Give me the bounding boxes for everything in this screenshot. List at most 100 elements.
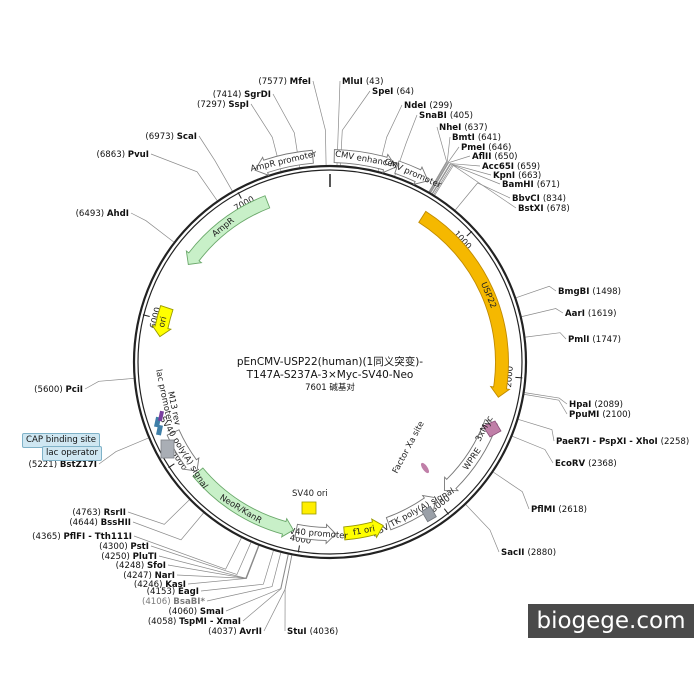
site-label-33: (4365) PflFI - Tth111I [32,532,132,542]
site-label-29: (4247) NarI [123,571,175,581]
site-label-9: KpnI (663) [493,171,541,181]
feature-label-hsv-tk: HSV TK poly(A) signal [371,486,456,539]
leader-4 [428,126,447,192]
tick-1000 [466,230,473,237]
feature-f1-ori [343,518,384,541]
leader-38 [130,212,174,243]
site-label-1: SpeI (64) [372,87,414,97]
plasmid-name-line1: pEnCMV-USP22(human)(1同义突变)- [237,355,423,368]
site-label-39: (6863) PvuI [96,150,149,160]
site-label-12: BstXI (678) [518,204,570,214]
leader-19 [512,435,554,464]
leader-35 [127,499,190,525]
leader-18 [518,419,555,442]
lac-operator-callout: lac operator [42,446,103,461]
site-labels: MluI (43)SpeI (64)NdeI (299)SnaBI (405)N… [29,77,690,637]
plasmid-name-line2: T147A-S237A-3×Myc-SV40-Neo [246,369,414,381]
feature-cmv-enh [333,149,397,174]
backbone-inner [137,169,523,555]
site-label-20: PflMI (2618) [531,505,587,515]
site-label-37: (5600) PciI [34,385,83,395]
site-label-19: EcoRV (2368) [555,459,617,469]
site-label-11: BbvCI (834) [512,194,566,204]
site-label-17: PpuMI (2100) [569,410,631,420]
site-label-18: PaeR7I - PspXI - XhoI (2258) [556,437,689,447]
tick-3000 [443,508,449,515]
leader-15 [525,332,567,340]
feature-label-f1-ori: f1 ori [352,524,376,538]
leader-17 [524,394,568,415]
site-label-42: (7414) SgrDI [213,90,271,100]
site-label-7: AflII (650) [472,152,518,162]
site-label-40: (6973) ScaI [145,132,197,142]
tick-4000 [297,545,300,553]
label-sv40-ori: SV40 ori [292,489,328,499]
feature-sv40-pa [166,429,200,472]
site-label-22: StuI (4036) [287,627,338,637]
feature-ampr [185,195,271,265]
site-label-4: NheI (637) [439,123,487,133]
feature-wpre [443,418,498,492]
leader-9 [432,163,492,195]
feature-label-neor: NeoR/KanR [218,493,264,526]
leader-36 [98,437,149,465]
leader-14 [521,308,564,317]
tick-6000 [142,314,150,317]
site-label-24: (4058) TspMI - XmaI [148,617,241,627]
m13-rev-block [158,410,164,422]
leader-21 [465,504,500,553]
site-label-0: MluI (43) [342,77,383,87]
leader-20 [493,471,530,510]
leader-32 [150,542,252,575]
three-myc-block [482,420,502,438]
feature-cmv-prom [394,160,429,185]
leader-13 [516,285,557,299]
leader-16 [524,392,568,405]
feature-hsv-tk [385,494,437,531]
site-label-10: BamHI (671) [502,180,560,190]
leader-31 [158,545,259,579]
tick-label-2000: 2000 [504,366,516,388]
site-leader-lines [84,80,568,632]
site-label-21: SacII (2880) [501,548,556,558]
site-label-6: PmeI (646) [461,143,511,153]
site-label-25: (4060) SmaI [169,607,224,617]
leader-11 [455,182,511,211]
backbone-outer [132,164,528,560]
leader-39 [150,153,218,201]
lac-operator-block [156,424,163,436]
feature-usp22 [418,210,511,398]
leader-37 [84,378,134,390]
site-label-13: BmgBI (1498) [558,287,621,297]
tick-2000 [515,376,523,379]
leader-5 [429,136,451,193]
leader-7 [430,155,471,193]
site-label-36: (5221) BstZ17I [29,460,97,470]
site-label-5: BmtI (641) [452,133,501,143]
leader-34 [132,512,204,541]
feature-ori [151,304,174,338]
plasmid-size: 7601 碱基对 [305,382,355,393]
sv40-ori-block [301,501,317,515]
tick-7000 [237,192,242,199]
site-label-34: (4644) BssHII [69,518,131,528]
site-label-32: (4300) PstI [99,542,149,552]
site-label-27: (4153) EagI [147,587,199,597]
leader-23 [263,555,293,632]
site-label-38: (6493) AhdI [76,209,129,219]
site-label-2: NdeI (299) [404,101,452,111]
site-label-15: PmlI (1747) [568,335,621,345]
tick-5000 [168,463,175,469]
leader-12 [434,164,517,209]
label-factor-xa: Factor Xa site [391,420,427,476]
site-label-41: (7297) SspI [197,100,249,110]
feature-sv40-prom [294,523,337,545]
leader-25 [225,554,289,612]
feature-ampr-prom [254,149,314,177]
leader-10 [433,164,501,195]
leader-27 [200,550,274,592]
feature-label-ori: ori [157,316,169,329]
site-label-35: (4763) RsrII [72,508,126,518]
leader-40 [198,135,233,192]
